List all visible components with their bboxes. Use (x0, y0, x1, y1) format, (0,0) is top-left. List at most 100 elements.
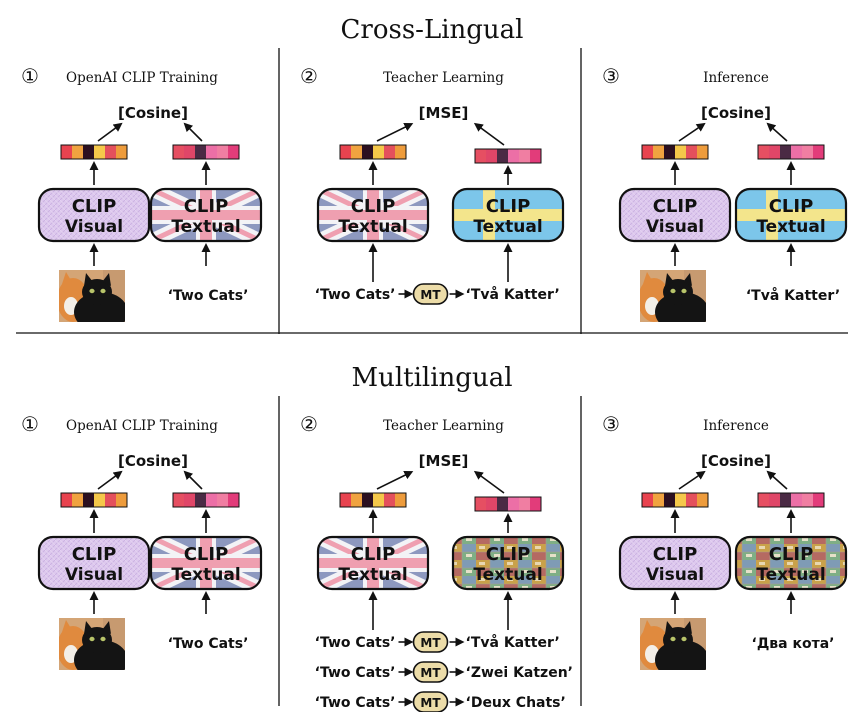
embedding-cell (769, 493, 781, 507)
embedding-cell (475, 149, 487, 163)
embedding-border (474, 496, 542, 512)
embedding-cell (206, 493, 218, 507)
embedding-vector (339, 144, 407, 160)
embedding-cell (217, 493, 229, 507)
model-border (37, 187, 151, 243)
embedding-vector (60, 492, 128, 508)
mt-badge (412, 691, 449, 712)
step-label: OpenAI CLIP Training (66, 70, 218, 86)
model-type: Visual (65, 217, 123, 237)
embedding-cell (686, 493, 698, 507)
loss-label: [Cosine] (118, 452, 188, 470)
model-type: Visual (65, 565, 123, 585)
cat-photo (59, 270, 125, 322)
arrow (766, 470, 788, 490)
embedding-cell (769, 145, 781, 159)
loss-label: [MSE] (419, 104, 469, 122)
embedding-cell (486, 497, 498, 511)
model-name: CLIP (184, 544, 229, 565)
embedding-cell (72, 493, 84, 507)
cat-photo (640, 618, 706, 670)
input-text: ‘Два кота’ (752, 636, 835, 652)
model-border (149, 535, 263, 591)
embedding-cell (675, 145, 687, 159)
target-text: ‘Deux Chats’ (466, 695, 566, 711)
embedding-cell (384, 145, 396, 159)
mt-badge (412, 283, 449, 305)
cat-eye (670, 636, 676, 642)
step-number: ① (21, 64, 39, 88)
model-type: Textual (338, 565, 407, 585)
embedding-cell (697, 493, 709, 507)
model-name: CLIP (769, 196, 814, 217)
step-number: ③ (602, 412, 620, 436)
embedding-border (757, 144, 825, 160)
model-type: Textual (338, 217, 407, 237)
embedding-cell (72, 145, 84, 159)
model-name: CLIP (769, 544, 814, 565)
model-border (451, 535, 565, 591)
embedding-border (641, 492, 709, 508)
embedding-cell (486, 149, 498, 163)
loss-label: [MSE] (419, 452, 469, 470)
model-border (37, 535, 151, 591)
embedding-cell (497, 149, 509, 163)
embedding-cell (116, 493, 128, 507)
target-text: ‘Zwei Katzen’ (466, 665, 574, 681)
embedding-cell (351, 145, 363, 159)
arrow (97, 122, 123, 142)
cat-eye (89, 636, 95, 642)
target-text: ‘Två Katter’ (466, 286, 560, 303)
embedding-border (474, 148, 542, 164)
embedding-cell (791, 493, 803, 507)
model-type: Visual (646, 565, 704, 585)
embedding-border (60, 492, 128, 508)
model-fill (620, 537, 730, 589)
embedding-cell (351, 493, 363, 507)
embedding-cell (105, 493, 117, 507)
cat-eye (670, 288, 676, 294)
step-number: ② (300, 64, 318, 88)
embedding-cell (94, 493, 106, 507)
mt-row: ‘Two Cats’MT‘Två Katter’ (315, 631, 560, 653)
model-fill (151, 189, 261, 241)
arrow (376, 471, 414, 490)
embedding-cell (340, 493, 352, 507)
mt-row: ‘Two Cats’MT‘Två Katter’ (315, 283, 560, 305)
embedding-cell (61, 145, 73, 159)
embedding-cell (813, 493, 825, 507)
embedding-cell (475, 497, 487, 511)
mt-badge (412, 631, 449, 653)
embedding-cell (664, 493, 676, 507)
source-text: ‘Two Cats’ (315, 287, 396, 303)
embedding-cell (228, 493, 240, 507)
embedding-border (641, 144, 709, 160)
step-number: ③ (602, 64, 620, 88)
model-name: CLIP (72, 196, 117, 217)
embedding-cell (642, 493, 654, 507)
model-fill (151, 537, 261, 589)
embedding-vector (757, 492, 825, 508)
model-border (618, 535, 732, 591)
model-fill (453, 537, 563, 589)
embedding-cell (83, 145, 95, 159)
embedding-cell (813, 145, 825, 159)
step-number: ② (300, 412, 318, 436)
model-fill (318, 537, 428, 589)
model-border (316, 187, 430, 243)
embedding-cell (395, 493, 407, 507)
model-name: CLIP (351, 544, 396, 565)
cat-photo (59, 618, 125, 670)
embedding-cell (195, 145, 207, 159)
embedding-cell (105, 145, 117, 159)
